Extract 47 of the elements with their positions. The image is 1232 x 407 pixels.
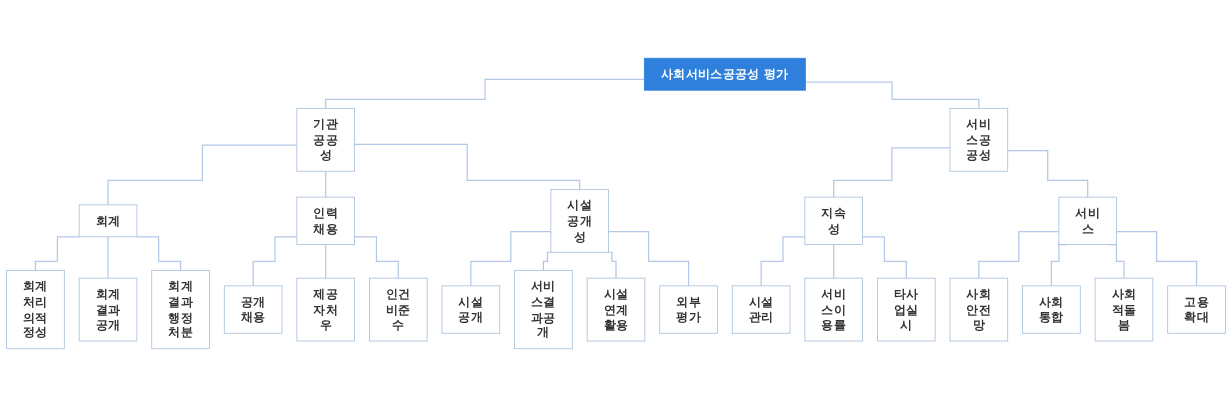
node-box: 시설관리 bbox=[731, 285, 791, 334]
connector bbox=[107, 144, 298, 206]
node-box: 시설연계활용 bbox=[586, 277, 646, 342]
node-box: 사회통합 bbox=[1022, 285, 1081, 334]
node-box: 서비스 bbox=[1058, 196, 1117, 245]
connector bbox=[1115, 230, 1198, 287]
node-box: 회계처리의적정성 bbox=[6, 270, 65, 350]
node-box: 서비스결과공개 bbox=[514, 270, 573, 350]
connector bbox=[607, 230, 690, 287]
node-box: 공개채용 bbox=[223, 285, 283, 334]
connector bbox=[833, 243, 835, 279]
node-box: 인건비준수 bbox=[369, 277, 428, 342]
connector bbox=[34, 236, 81, 271]
node-box: 외부평가 bbox=[659, 285, 718, 334]
node-box: 사회서비스공공성 평가 bbox=[643, 57, 806, 91]
connector bbox=[542, 251, 553, 271]
node-box: 서비스공공성 bbox=[949, 107, 1009, 172]
connector bbox=[861, 236, 907, 279]
node-box: 지속성 bbox=[804, 196, 863, 245]
node-box: 고용확대 bbox=[1167, 285, 1226, 334]
connector bbox=[833, 147, 951, 198]
node-box: 서비스이용률 bbox=[804, 277, 863, 342]
connector bbox=[107, 236, 109, 279]
node-box: 사회안전망 bbox=[949, 277, 1009, 342]
node-box: 회계결과공개 bbox=[78, 277, 138, 342]
connector bbox=[325, 78, 645, 109]
node-box: 시설공개 bbox=[441, 285, 501, 334]
connector bbox=[978, 230, 1060, 279]
node-box: 회계 bbox=[78, 204, 138, 238]
node-box: 제공자처우 bbox=[296, 277, 355, 342]
connector bbox=[325, 170, 327, 198]
connector bbox=[804, 81, 980, 109]
connector bbox=[760, 236, 806, 287]
node-box: 사회적돌봄 bbox=[1094, 277, 1154, 342]
connector bbox=[353, 236, 399, 279]
connector bbox=[136, 236, 182, 271]
node-box: 타사업실시 bbox=[877, 277, 936, 342]
connector bbox=[353, 143, 581, 190]
connector bbox=[1007, 149, 1089, 198]
connector bbox=[470, 230, 552, 287]
connector bbox=[325, 243, 327, 279]
connector bbox=[252, 236, 298, 287]
connector bbox=[607, 251, 617, 279]
node-box: 시설공개성 bbox=[550, 188, 609, 253]
node-box: 인력채용 bbox=[296, 196, 355, 245]
node-box: 회계결과행정처분 bbox=[151, 270, 210, 350]
node-box: 기관공공성 bbox=[296, 107, 355, 172]
